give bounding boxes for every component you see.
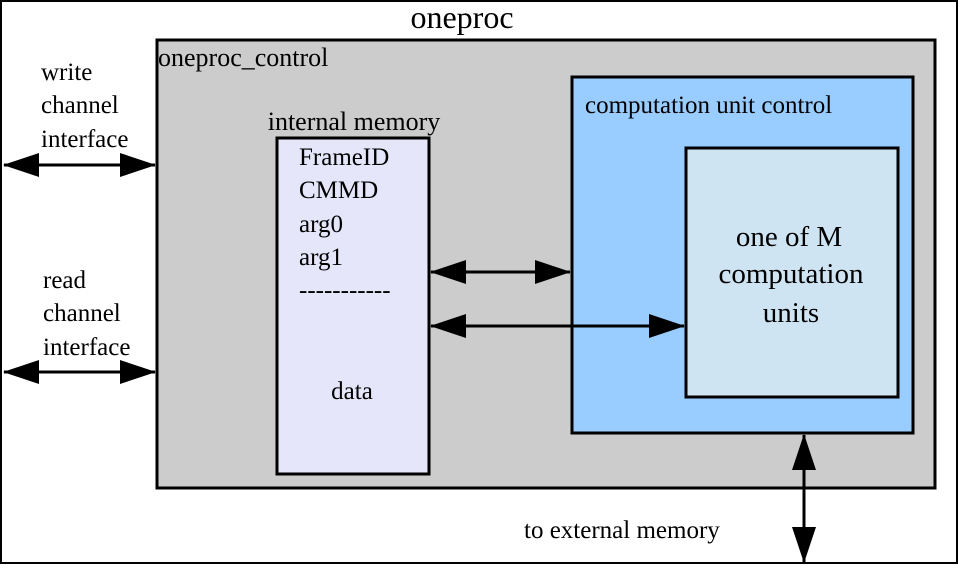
memory-field-cmmd: CMMD (299, 177, 378, 204)
memory-field-separator: ----------- (299, 277, 391, 304)
memory-field-frameid: FrameID (299, 144, 389, 171)
write-interface-label-line1: write (41, 59, 92, 86)
oneproc-control-label: oneproc_control (158, 43, 328, 72)
oneproc-title: oneproc (410, 0, 513, 35)
read-interface-label-line2: channel (43, 300, 121, 327)
read-interface-label-line1: read (43, 267, 87, 294)
computation-units-line1: one of M (736, 221, 842, 253)
computation-unit-control-label: computation unit control (585, 92, 832, 119)
memory-data-label: data (331, 378, 373, 405)
external-memory-label: to external memory (524, 517, 720, 544)
write-interface-label-line3: interface (41, 126, 128, 153)
computation-units-line2: computation (719, 258, 864, 290)
computation-units-line3: units (763, 297, 819, 329)
computation-units-box (684, 146, 900, 399)
internal-memory-box (275, 136, 431, 476)
internal-memory-label: internal memory (268, 107, 441, 136)
write-interface-label-line2: channel (41, 92, 119, 119)
memory-field-arg1: arg1 (299, 244, 343, 271)
memory-field-arg0: arg0 (299, 211, 343, 238)
read-interface-label-line3: interface (43, 334, 130, 361)
